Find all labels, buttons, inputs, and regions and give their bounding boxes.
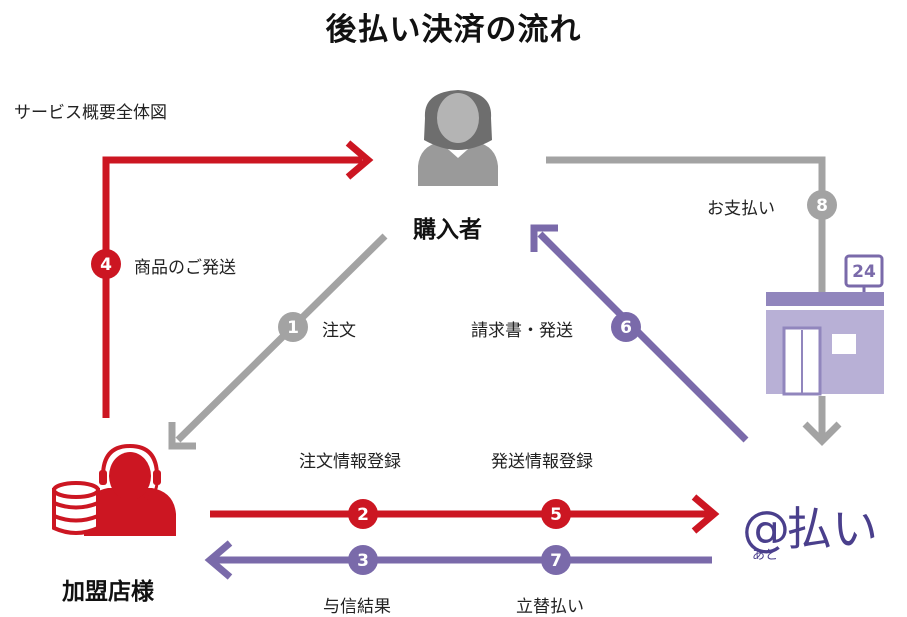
merchant-label: 加盟店様 [62,579,154,605]
logo-at-mark: @ [742,501,790,557]
diagram-subtitle: サービス概要全体図 [14,103,167,123]
logo-main-text: 払い [786,502,879,556]
svg-text:5: 5 [550,505,562,525]
arrow-step-1 [175,233,388,443]
svg-text:8: 8 [816,196,828,216]
step-circle-5: 5 [541,499,571,529]
step-label-7: 立替払い [516,597,584,617]
svg-text:6: 6 [620,318,632,338]
arrow-step-6 [537,231,749,443]
step-circle-2: 2 [348,499,378,529]
buyer-label: 購入者 [413,217,482,243]
logo-small-text: あと [752,548,779,563]
svg-text:2: 2 [357,505,369,525]
atobarai-logo: @あと払い [742,493,879,563]
step-label-1: 注文 [322,321,356,341]
svg-text:1: 1 [287,318,299,338]
buyer-person-icon [418,90,498,186]
store-badge: 24 [852,262,876,282]
step-label-2: 注文情報登録 [299,452,401,472]
arrow-step-4 [102,156,362,418]
svg-text:4: 4 [100,255,112,275]
step-label-4: 商品のご発送 [134,258,236,278]
step-label-6: 請求書・発送 [471,321,573,341]
svg-text:7: 7 [550,551,562,571]
step-circle-1: 1 [278,312,308,342]
step-circle-3: 3 [348,545,378,575]
step-label-3: 与信結果 [323,597,391,617]
arrow-step-8 [546,156,826,292]
step-label-5: 発送情報登録 [491,452,593,472]
merchant-operator-icon [84,443,176,536]
convenience-store-icon [766,254,884,396]
step-circle-4: 4 [91,249,121,279]
step-label-8: お支払い [707,199,775,219]
database-icon [52,481,100,535]
svg-text:3: 3 [357,551,369,571]
step-circle-6: 6 [611,312,641,342]
page-title: 後払い決済の流れ [325,12,582,48]
step-circle-8: 8 [807,190,837,220]
step-circle-7: 7 [541,545,571,575]
